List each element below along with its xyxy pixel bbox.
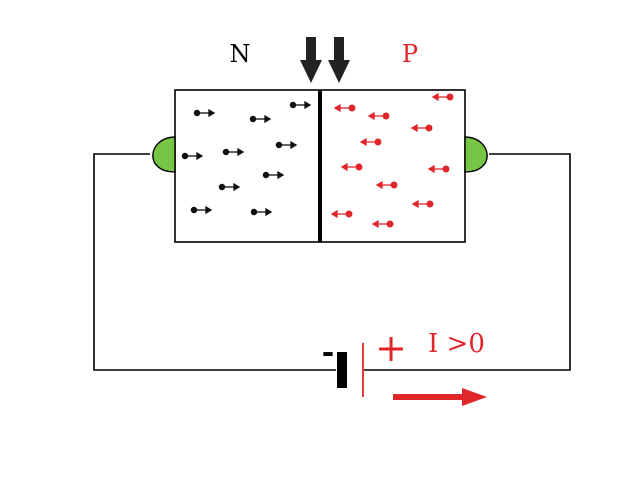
hole-icon	[333, 103, 356, 113]
hole-icon	[371, 219, 394, 229]
double-down-arrow-icon	[300, 37, 350, 83]
hole-icon	[367, 111, 390, 121]
p-region-label: P	[402, 40, 418, 68]
p-region	[319, 89, 466, 243]
electron-icon	[262, 170, 285, 180]
battery-symbol	[337, 343, 364, 397]
hole-icon	[410, 123, 433, 133]
battery-negative-plate	[337, 352, 347, 388]
left-contact	[152, 136, 176, 173]
current-direction-arrow-icon	[393, 388, 487, 406]
electron-icon	[193, 108, 216, 118]
electron-icon	[289, 100, 312, 110]
battery-negative-sign: -	[322, 335, 334, 370]
hole-icon	[427, 164, 450, 174]
electron-icon	[275, 140, 298, 150]
electron-icon	[250, 207, 273, 217]
battery-positive-sign: +	[375, 326, 407, 370]
hole-icon	[375, 180, 398, 190]
electron-icon	[181, 151, 204, 161]
hole-icon	[411, 199, 434, 209]
hole-icon	[359, 137, 382, 147]
hole-carriers	[330, 92, 454, 229]
electron-icon	[218, 182, 241, 192]
right-wire	[364, 153, 571, 371]
electron-carriers	[181, 100, 312, 217]
electron-icon	[190, 205, 213, 215]
hole-icon	[330, 209, 353, 219]
left-wire	[93, 153, 336, 371]
right-contact	[464, 136, 488, 173]
hole-icon	[431, 92, 454, 102]
electron-icon	[222, 147, 245, 157]
hole-icon	[340, 162, 363, 172]
current-label: I >0	[428, 329, 485, 359]
circuit-wires	[93, 153, 571, 371]
n-region-label: N	[230, 40, 251, 68]
electron-icon	[249, 114, 272, 124]
